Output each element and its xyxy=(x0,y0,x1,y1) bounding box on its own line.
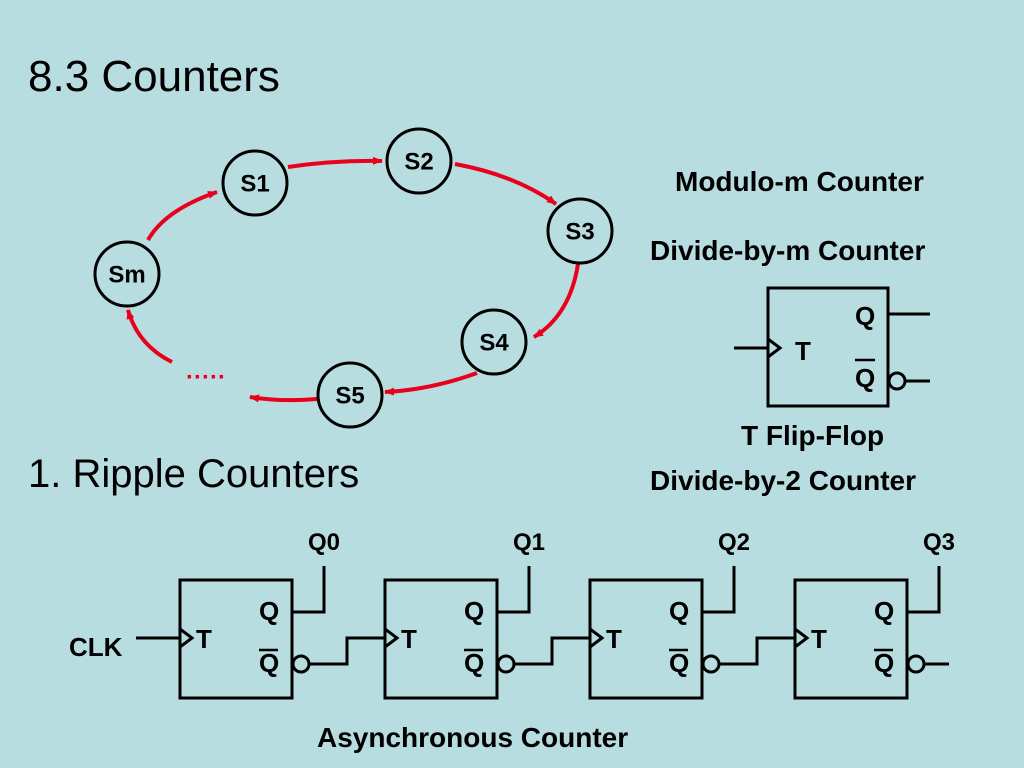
ff-qbar-label-0: Q xyxy=(259,648,279,678)
transition-dots-sm xyxy=(126,309,173,364)
slide-title: 8.3 Counters xyxy=(28,52,280,101)
transition-s1-s2 xyxy=(287,156,383,169)
ff-box-1 xyxy=(383,578,499,700)
ff-t-label-1: T xyxy=(401,624,417,654)
ff-q-label-3: Q xyxy=(874,596,894,626)
asynchronous-counter-caption: Asynchronous Counter xyxy=(317,722,629,753)
ff-clock-triangle-1 xyxy=(384,627,400,649)
ff-inversion-bubble-2 xyxy=(701,654,721,674)
ff-box-3 xyxy=(793,578,909,700)
ff-t-label-3: T xyxy=(811,624,827,654)
t-flip-flop-caption: T Flip-Flop xyxy=(741,420,885,451)
ff-box-0 xyxy=(178,578,294,700)
ff-q-label-2: Q xyxy=(669,596,689,626)
state-s3-circle xyxy=(546,197,614,265)
state-s3-label: S3 xyxy=(565,219,594,246)
output-label-q3: Q3 xyxy=(923,529,955,556)
ff-clock-triangle-3 xyxy=(794,627,810,649)
ff-qbar-label-1: Q xyxy=(464,648,484,678)
ff-inversion-bubble-0 xyxy=(291,654,311,674)
state-diagram: ····· S1 S2 S3 S4 S5 Sm xyxy=(93,127,614,429)
state-s2-circle xyxy=(385,127,453,195)
ripple-wire-0-to-1 xyxy=(309,636,385,666)
ff-q-output-wire-2 xyxy=(702,566,736,614)
ff-inversion-bubble-3 xyxy=(906,654,926,674)
section-heading: 1. Ripple Counters xyxy=(28,452,360,496)
ff-qbar-label-3: Q xyxy=(874,648,894,678)
output-label-q1: Q1 xyxy=(513,529,545,556)
transition-s2-s3 xyxy=(454,162,558,206)
ff-q-output-wire-1 xyxy=(497,566,531,614)
t-flip-flop-symbol xyxy=(734,286,930,408)
tff-qbar-label: Q xyxy=(855,363,875,393)
tff-t-label: T xyxy=(795,336,811,366)
state-s5-label: S5 xyxy=(335,383,364,410)
transition-s3-s4 xyxy=(532,263,580,339)
ff-t-label-2: T xyxy=(606,624,622,654)
divide-by-2-caption: Divide-by-2 Counter xyxy=(650,465,917,496)
tff-clock-triangle xyxy=(767,337,783,359)
state-s4-circle xyxy=(460,308,528,376)
state-s1-label: S1 xyxy=(240,171,269,198)
ff-q-label-0: Q xyxy=(259,596,279,626)
state-s1-circle xyxy=(221,149,289,217)
ff-q-label-1: Q xyxy=(464,596,484,626)
state-s5-circle xyxy=(316,361,384,429)
divide-by-m-caption: Divide-by-m Counter xyxy=(650,235,926,266)
sequence-ellipsis: ····· xyxy=(186,364,226,391)
ff-box-2 xyxy=(588,578,704,700)
ff-clock-triangle-0 xyxy=(179,627,195,649)
ff-clock-triangle-2 xyxy=(589,627,605,649)
clk-label: CLK xyxy=(69,632,123,662)
state-sm-circle xyxy=(93,240,161,308)
state-sm-label: Sm xyxy=(108,262,145,289)
ff-q-output-wire-3 xyxy=(907,566,941,614)
output-label-q2: Q2 xyxy=(718,529,750,556)
transition-s4-s5 xyxy=(384,371,478,396)
ff-t-label-0: T xyxy=(196,624,212,654)
transition-s5-dots xyxy=(249,394,318,403)
tff-inversion-bubble xyxy=(887,371,907,391)
ff-q-output-wire-0 xyxy=(292,566,326,614)
modulo-m-caption: Modulo-m Counter xyxy=(675,166,924,197)
transition-sm-s1 xyxy=(146,190,218,242)
ripple-wire-1-to-2 xyxy=(514,636,590,666)
output-label-q0: Q0 xyxy=(308,529,340,556)
tff-q-label: Q xyxy=(855,301,875,331)
ff-inversion-bubble-1 xyxy=(496,654,516,674)
ff-qbar-label-2: Q xyxy=(669,648,689,678)
ripple-wire-2-to-3 xyxy=(719,636,795,666)
state-s4-label: S4 xyxy=(479,330,509,357)
state-s2-label: S2 xyxy=(404,149,433,176)
